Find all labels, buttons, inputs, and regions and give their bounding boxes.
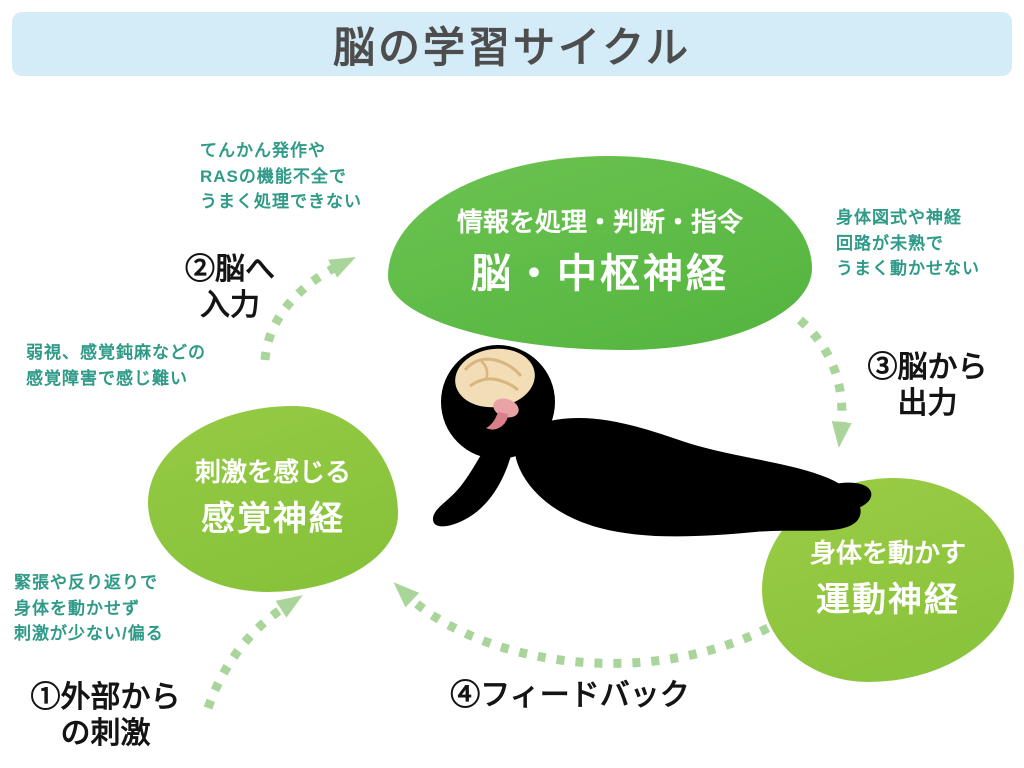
node-motor: 身体を動かす 運動神経 (762, 478, 1014, 682)
node-brain: 情報を処理・判断・指令 脳・中枢神経 (388, 156, 812, 350)
step-label-feedback: ④フィードバック (450, 679, 690, 712)
annotation-sensing-issue: 弱視、感覚鈍麻などの 感覚障害で感じ難い (26, 343, 206, 388)
annotation-stimulus-issue: 緊張や反り返りで 身体を動かせず 刺激が少ない/偏る (14, 573, 164, 643)
annotation-processing-issue: てんかん発作や RASの機能不全で うまく処理できない (200, 141, 362, 211)
node-motor-subtitle: 身体を動かす (809, 538, 966, 569)
node-sensory: 刺激を感じる 感覚神経 (148, 406, 398, 592)
step-label-input-to-brain: ②脳へ 入力 (185, 253, 275, 322)
step-label-output-from-brain: ③脳から 出力 (867, 351, 988, 420)
node-brain-subtitle: 情報を処理・判断・指令 (456, 207, 743, 238)
arrow-brain-to-motor (796, 316, 852, 448)
brain-illustration-icon (455, 348, 535, 430)
arrow-feedback (393, 582, 771, 668)
node-sensory-subtitle: 刺激を感じる (194, 457, 351, 488)
node-sensory-title: 感覚神経 (201, 500, 345, 539)
page-title: 脳の学習サイクル (333, 23, 691, 71)
node-motor-title: 運動神経 (816, 581, 960, 620)
step-label-external-stimulus: ①外部から の刺激 (30, 681, 181, 750)
node-brain-title: 脳・中枢神経 (471, 251, 729, 296)
title-banner: 脳の学習サイクル (12, 12, 1012, 76)
arrow-external-stimulus (203, 595, 303, 710)
annotation-movement-issue: 身体図式や神経 回路が未熟で うまく動かせない (836, 208, 980, 278)
